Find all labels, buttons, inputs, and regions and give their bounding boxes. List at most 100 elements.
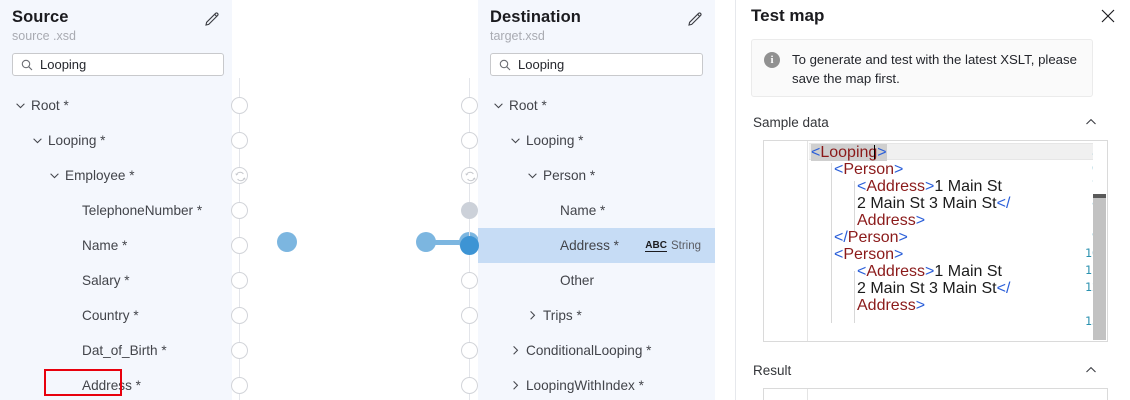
tree-row[interactable]: TelephoneNumber * [0, 193, 232, 228]
connector-dot-empty[interactable] [231, 237, 248, 254]
result-code-editor[interactable] [763, 388, 1108, 400]
source-edit-pencil-icon[interactable] [201, 8, 223, 30]
editor-code-line: <Address>1 Main St [857, 263, 1002, 280]
connector-dot-empty[interactable] [231, 97, 248, 114]
tree-row[interactable]: Looping * [0, 123, 232, 158]
tree-row-label: Salary * [82, 273, 130, 288]
indent-guide-2 [854, 181, 855, 231]
sample-data-section-header[interactable]: Sample data [753, 112, 1099, 132]
connector-dot-empty[interactable] [461, 377, 478, 394]
tree-row-label: Root * [31, 98, 69, 113]
source-schema-tree[interactable]: Root * Looping *Employee *TelephoneNumber… [0, 88, 232, 400]
tree-row-label: Country * [82, 308, 139, 323]
tree-row[interactable]: ConditionalLooping * [478, 333, 715, 368]
connector-dot-loop[interactable] [231, 167, 248, 184]
destination-panel-header: Destination target.xsd [478, 0, 715, 43]
connector-dot-grey[interactable] [461, 202, 478, 219]
tree-row-label: Name * [82, 238, 128, 253]
tree-row[interactable]: Other [478, 263, 715, 298]
node-input-port[interactable] [277, 232, 297, 252]
source-panel-title: Source [12, 8, 69, 26]
tree-row[interactable]: Person * [478, 158, 715, 193]
chevron-down-icon[interactable] [48, 169, 61, 182]
sample-data-code-editor[interactable]: 5<Looping>6<Person>7<Address>1 Main St82… [763, 140, 1108, 342]
chevron-down-icon[interactable] [492, 99, 505, 112]
tree-row-label: Person * [543, 168, 596, 183]
result-editor-scrollbar[interactable] [1093, 390, 1106, 400]
indent-guide-3 [854, 271, 855, 323]
destination-search-input[interactable]: Looping [490, 53, 703, 76]
chevron-right-icon[interactable] [509, 379, 522, 392]
panel-divider[interactable] [735, 0, 736, 400]
editor-code-line: Address> [857, 297, 926, 314]
editor-code-line: <Person> [834, 161, 904, 178]
connector-dot-empty[interactable] [231, 132, 248, 149]
tree-row[interactable]: Looping * [478, 123, 715, 158]
tree-row-label: LoopingWithIndex * [526, 378, 644, 393]
source-panel: Source source .xsd Looping Root * Looping… [0, 0, 232, 400]
chevron-down-icon[interactable] [509, 134, 522, 147]
editor-code-line: Address> [857, 212, 926, 229]
output-wire [434, 240, 466, 245]
search-icon [21, 59, 33, 70]
editor-scroll-thumb[interactable] [1093, 198, 1106, 340]
connector-dot-empty[interactable] [461, 272, 478, 289]
abc-type-icon: ABC [645, 239, 667, 252]
destination-edit-pencil-icon[interactable] [684, 8, 706, 30]
search-icon [499, 59, 511, 70]
close-icon[interactable] [1098, 6, 1118, 26]
info-icon: i [764, 52, 780, 68]
tree-row-label: Other [560, 273, 594, 288]
connector-dot-empty[interactable] [461, 97, 478, 114]
connector-dot-empty[interactable] [231, 202, 248, 219]
tree-row[interactable]: Address * [0, 368, 232, 400]
tree-row[interactable]: Employee * [0, 158, 232, 193]
editor-vertical-scrollbar[interactable] [1093, 142, 1106, 340]
tree-indent-spacer [65, 344, 78, 357]
connector-dot-empty[interactable] [461, 307, 478, 324]
tree-row-label: ConditionalLooping * [526, 343, 652, 358]
loop-icon [465, 171, 476, 182]
indent-guide-1 [831, 163, 832, 323]
tree-row[interactable]: Country * [0, 298, 232, 333]
tree-row[interactable]: Salary * [0, 263, 232, 298]
chevron-down-icon[interactable] [31, 134, 44, 147]
map-canvas[interactable]: Execute XPath [232, 0, 662, 400]
destination-panel-title: Destination [490, 8, 581, 26]
source-schema-filename: source .xsd [12, 29, 76, 43]
sample-data-chevron-up-icon[interactable] [1083, 114, 1099, 130]
connector-dot-empty[interactable] [461, 342, 478, 359]
connector-dot-empty[interactable] [231, 342, 248, 359]
destination-schema-filename: target.xsd [490, 29, 545, 43]
tree-row[interactable]: LoopingWithIndex * [478, 368, 715, 400]
tree-row[interactable]: Name * [478, 193, 715, 228]
result-section-header[interactable]: Result [753, 360, 1099, 380]
tree-row-label: Name * [560, 203, 606, 218]
result-chevron-up-icon[interactable] [1083, 362, 1099, 378]
source-panel-header: Source source .xsd [0, 0, 232, 43]
chevron-right-icon[interactable] [526, 309, 539, 322]
destination-schema-tree[interactable]: Root *Looping * Person * Name * Address *AB… [478, 88, 715, 400]
connector-dot-empty[interactable] [231, 377, 248, 394]
tree-row[interactable]: Name * [0, 228, 232, 263]
tree-row[interactable]: Root * [478, 88, 715, 123]
node-output-port[interactable] [416, 232, 436, 252]
chevron-right-icon[interactable] [509, 344, 522, 357]
tree-row[interactable]: Dat_of_Birth * [0, 333, 232, 368]
tree-row[interactable]: Trips * [478, 298, 715, 333]
chevron-down-icon[interactable] [14, 99, 27, 112]
test-map-title: Test map [751, 6, 825, 25]
connector-dot-loop[interactable] [461, 167, 478, 184]
connector-dot-empty[interactable] [231, 307, 248, 324]
tree-indent-spacer [65, 379, 78, 392]
chevron-down-icon[interactable] [526, 169, 539, 182]
connector-dot-empty[interactable] [461, 132, 478, 149]
tree-indent-spacer [65, 239, 78, 252]
tree-row[interactable]: Root * [0, 88, 232, 123]
source-search-input[interactable]: Looping [12, 53, 224, 76]
connector-dot-blue[interactable] [460, 236, 479, 255]
connector-dot-empty[interactable] [231, 272, 248, 289]
